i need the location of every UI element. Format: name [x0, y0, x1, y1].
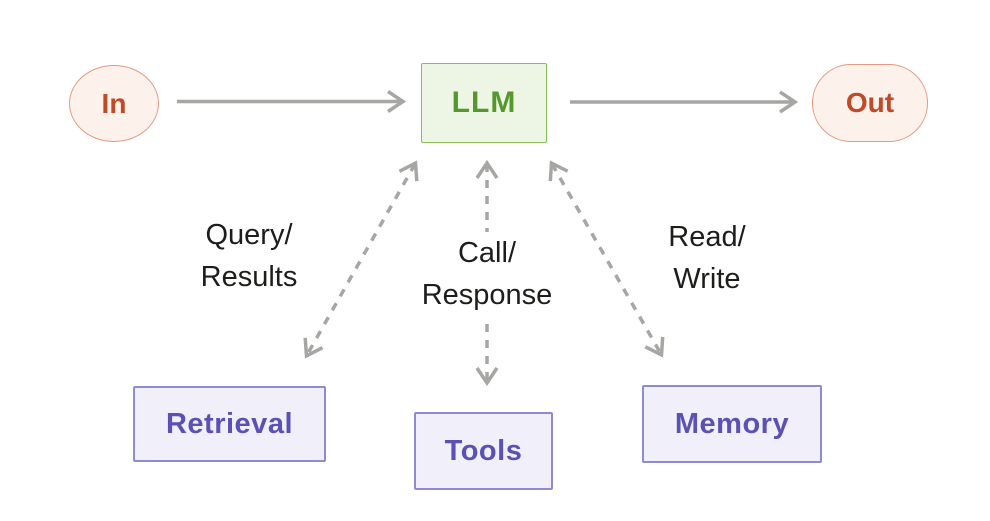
node-in: In	[69, 65, 159, 142]
dashed-arrow-llm-retrieval	[303, 160, 419, 359]
edge-label-line: Write	[673, 263, 741, 295]
edge-label-call-response: Call/ Response	[402, 232, 572, 316]
edge-label-line: Read/	[668, 221, 746, 253]
edge-label-read-write: Read/ Write	[647, 216, 767, 300]
edge-label-query-results: Query/ Results	[190, 214, 308, 298]
dashed-arrow-llm-memory	[548, 160, 665, 358]
node-llm: LLM	[421, 63, 547, 143]
edge-label-line: Query/	[205, 219, 293, 251]
edge-label-line: Results	[200, 261, 298, 293]
node-tools: Tools	[414, 412, 553, 490]
node-out: Out	[812, 64, 928, 142]
edge-label-line: Response	[421, 279, 553, 311]
node-retrieval: Retrieval	[133, 386, 326, 462]
edge-label-line: Call/	[457, 237, 516, 269]
node-memory: Memory	[642, 385, 822, 463]
